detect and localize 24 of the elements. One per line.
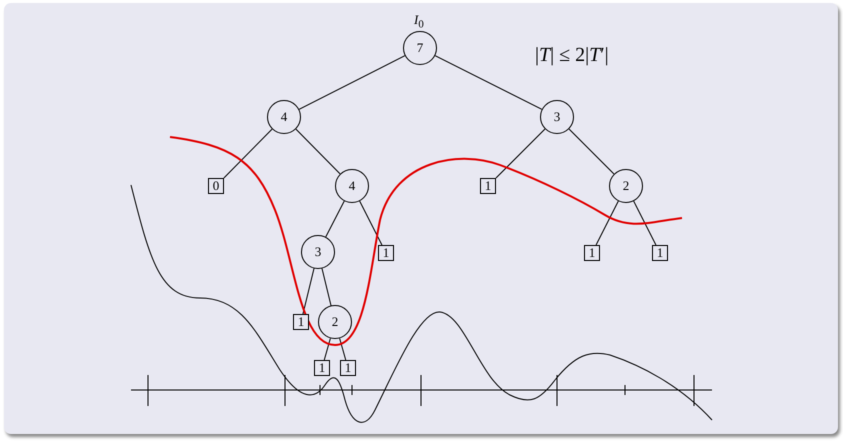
tree-edge [325,200,345,238]
leaf-box: 1 [340,360,356,376]
tree-edge [223,128,273,178]
tree-edge [496,128,546,178]
leaf-box: 1 [652,245,668,261]
tree-edge [434,55,542,110]
tree-edge [322,268,332,306]
tree-edge [295,128,341,174]
tree-edge [596,200,619,246]
leaf-box: 1 [314,360,330,376]
leaf-box: 1 [584,245,600,261]
tree-edge [298,55,406,110]
tree-edge [302,268,314,314]
node-label: I$_{0}$ [414,12,424,31]
tree-edge [324,338,331,360]
tree-edge [359,200,382,246]
tree-edge [633,200,656,246]
tree-edge [339,338,346,360]
leaf-box: 1 [293,314,309,330]
formula-text: |T| ≤ 2|T′| [535,44,609,67]
tree-edge [568,128,614,174]
leaf-box: 1 [480,178,496,194]
leaf-box: 1 [378,245,394,261]
leaf-box: 0 [208,178,224,194]
